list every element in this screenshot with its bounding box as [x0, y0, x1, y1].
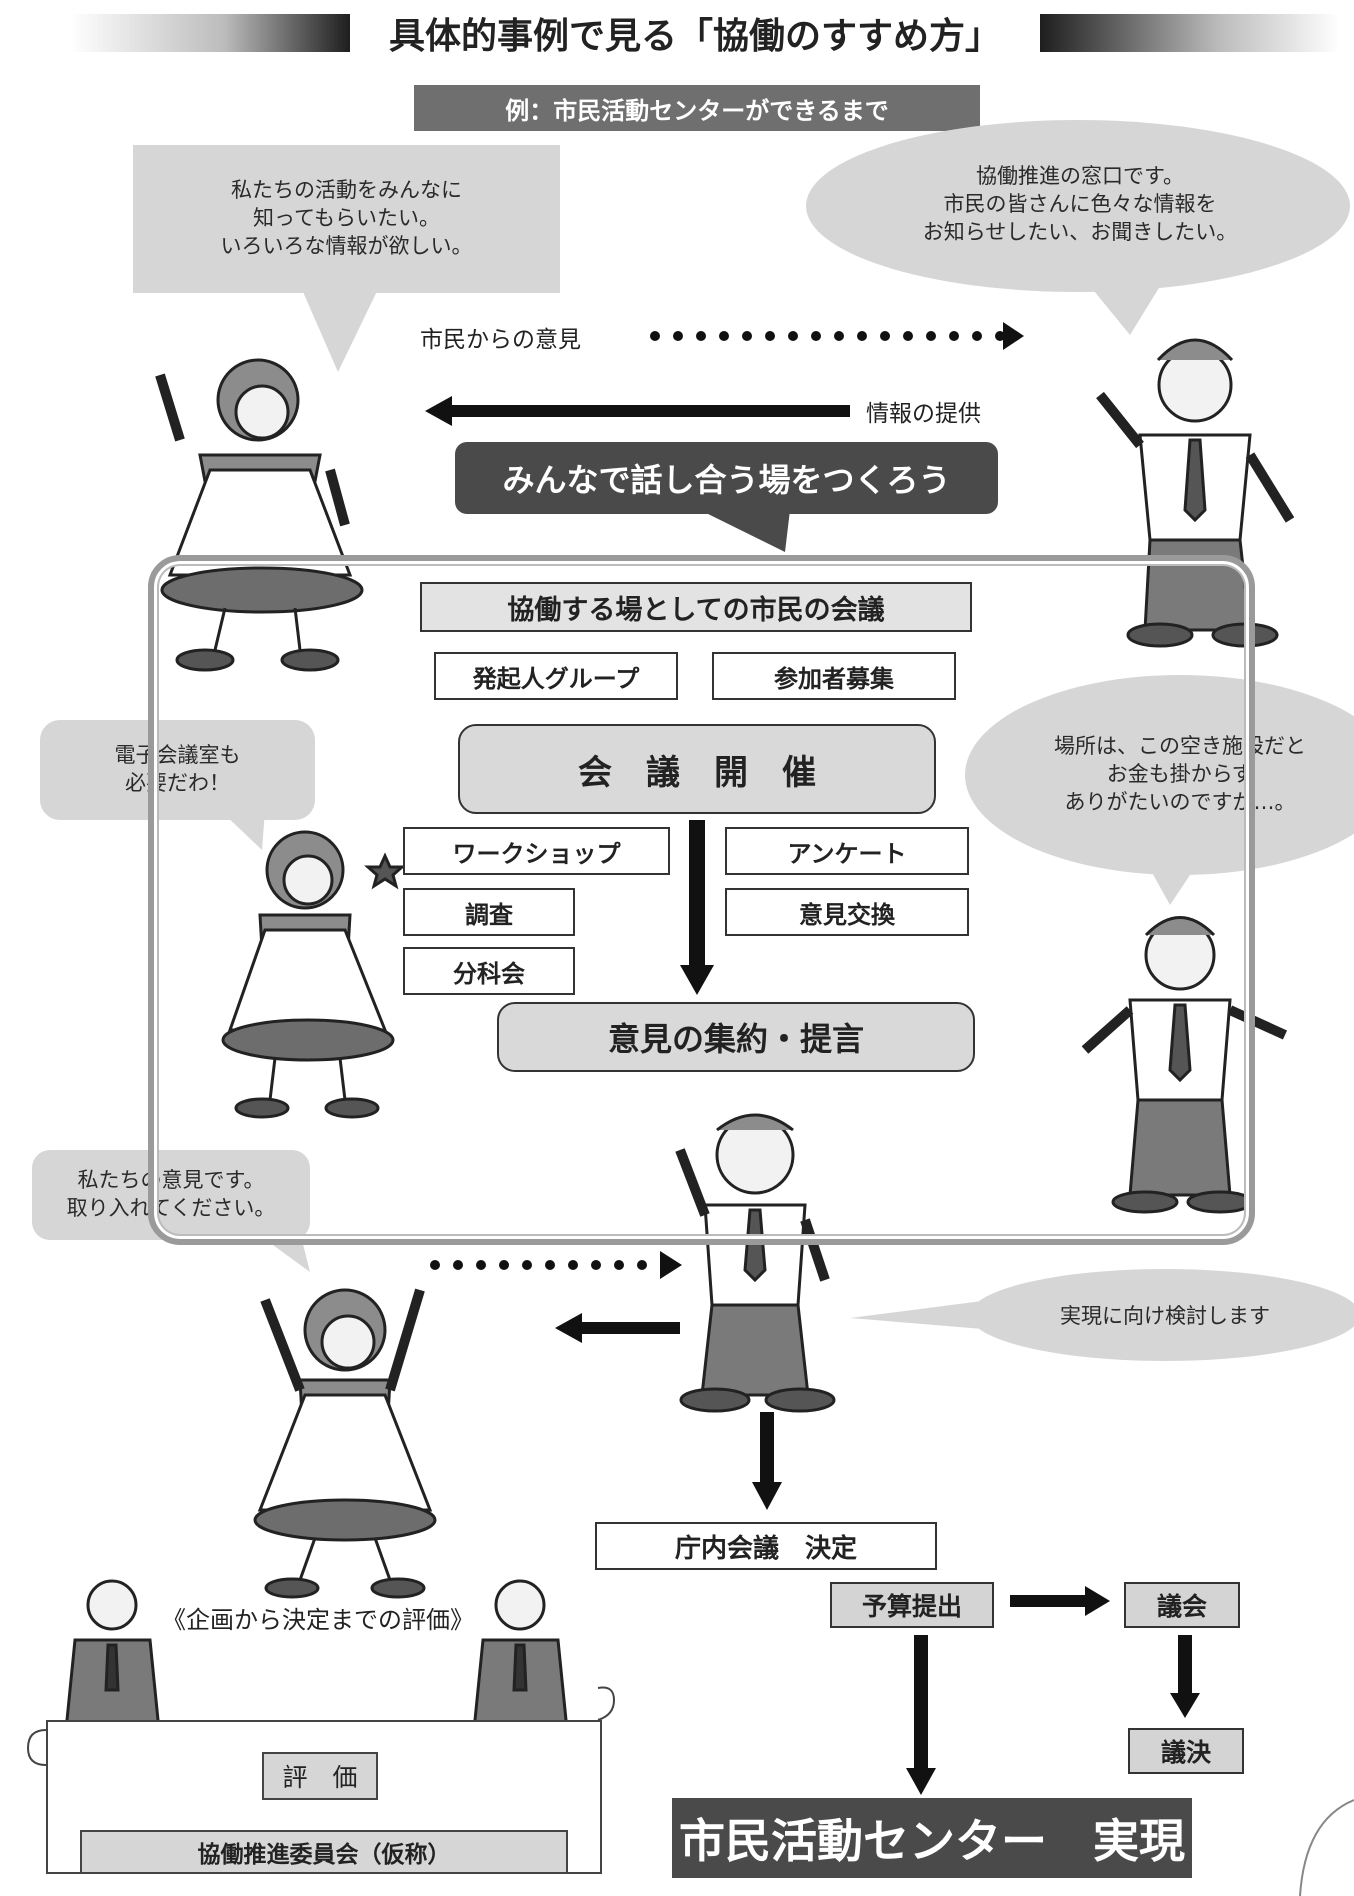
citizen-meeting-frame: [148, 555, 1255, 1245]
bubble-line: 場所は、この空き施設だと: [1054, 734, 1306, 759]
bubble-citizen-bottom-shape: [32, 1150, 310, 1240]
council-to-vote-arrow: [1170, 1635, 1200, 1718]
to-internal-arrow: [752, 1412, 782, 1510]
bubble-citizen-mid-tail: [220, 810, 265, 850]
bubble-line: いろいろな情報が欲しい。: [220, 233, 473, 258]
subcommittee-box: 分科会: [403, 947, 575, 995]
page-subtitle: 例：市民活動センターができるまで: [414, 85, 980, 131]
bubble-official-top-tail: [1085, 270, 1170, 335]
survey-box: 調査: [403, 888, 575, 936]
bubble-citizen-mid-shape: [40, 720, 315, 820]
speech-bubble-official-mid: 場所は、この空き施設だと お金も掛からず ありがたいのですが…。: [975, 700, 1354, 850]
corner-decoration: [1299, 1799, 1354, 1896]
opinion-label: 市民からの意見: [420, 327, 581, 353]
internal-meeting-box: 庁内会議 決定: [595, 1522, 937, 1570]
bubble-line: 私たちの活動をみんなに: [231, 178, 462, 203]
bubble-line: ありがたいのですが…。: [1064, 789, 1296, 814]
cta-bubble-tail: [700, 510, 790, 552]
woman-illustration-mid: [221, 830, 406, 1119]
evaluation-title: 《企画から決定までの評価》: [162, 1605, 474, 1634]
budget-to-result-arrow: [906, 1635, 936, 1795]
info-arrow: [425, 396, 850, 426]
bubble-official-mid-shape: [965, 675, 1354, 875]
bubble-line: 必要だわ！: [125, 771, 230, 795]
opinion-summary-box: 意見の集約・提言: [497, 1002, 975, 1072]
bubble-line: 電子会議室も: [114, 743, 241, 768]
center-realized-box: 市民活動センター 実現: [672, 1798, 1192, 1878]
founders-group-box: 発起人グループ: [434, 652, 678, 700]
meeting-title-box: 協働する場としての市民の会議: [420, 582, 972, 632]
vote-box: 議決: [1128, 1728, 1244, 1774]
meeting-down-arrow: [680, 820, 714, 995]
bubble-line: 私たちの意見です。: [77, 1168, 265, 1193]
title-bar-left: [70, 14, 350, 52]
bubble-official-top-shape: [806, 120, 1350, 292]
man-illustration-top: [1096, 338, 1295, 648]
opinion-exchange-box: 意見交換: [725, 888, 969, 936]
bubble-official-mid-tail: [1145, 860, 1200, 905]
participant-recruit-box: 参加者募集: [712, 652, 956, 700]
bubble-citizen-top-tail: [300, 285, 380, 372]
questionnaire-box: アンケート: [725, 827, 969, 875]
bubble-line: 知ってもらいたい。: [253, 206, 440, 231]
evaluation-label: 評 価: [262, 1752, 378, 1800]
speech-bubble-official-top: 協働推進の窓口です。 市民の皆さんに色々な情報を お知らせしたい、お聞きしたい。: [820, 135, 1340, 275]
man-illustration-bottom: [675, 1113, 836, 1413]
speech-bubble-citizen-top: 私たちの活動をみんなに 知ってもらいたい。 いろいろな情報が欲しい。: [133, 145, 560, 293]
scroll-ends: [26, 1686, 616, 1766]
bubble-line: お知らせしたい、お聞きしたい。: [922, 219, 1238, 244]
speech-bubble-official-bottom: 実現に向け検討します: [1060, 1304, 1270, 1328]
budget-to-council-arrow: [1010, 1586, 1110, 1616]
bubble-line: 協働推進の窓口です。: [976, 164, 1184, 189]
call-to-action-bubble: みんなで話し合う場をつくろう: [455, 442, 998, 514]
woman-illustration-bottom: [253, 1288, 437, 1599]
response-arrow: [555, 1313, 680, 1343]
speech-bubble-citizen-bottom: 私たちの意見です。 取り入れてください。: [32, 1150, 310, 1240]
budget-box: 予算提出: [830, 1582, 994, 1628]
bubble-line: 市民の皆さんに色々な情報を: [943, 192, 1217, 217]
bubble-official-bottom-shape: [970, 1269, 1354, 1361]
page-title: 具体的事例で見る「協働のすすめ方」: [388, 16, 1001, 57]
bubble-official-bottom-tail: [850, 1300, 995, 1330]
speech-bubble-citizen-mid: 電子会議室も 必要だわ！: [40, 720, 315, 820]
committee-box: 協働推進委員会（仮称）: [80, 1830, 568, 1874]
man-illustration-mid: [1081, 916, 1288, 1214]
info-label: 情報の提供: [866, 401, 981, 427]
proposal-dotted-arrow: [430, 1251, 682, 1279]
workshop-box: ワークショップ: [403, 827, 670, 875]
woman-illustration-top: [155, 358, 364, 672]
council-box: 議会: [1124, 1582, 1240, 1628]
opinion-dotted-arrow: [650, 322, 1024, 350]
meeting-held-box: 会 議 開 催: [458, 724, 936, 814]
bubble-line: お金も掛からず: [1106, 762, 1254, 787]
title-bar-right: [1040, 14, 1340, 52]
